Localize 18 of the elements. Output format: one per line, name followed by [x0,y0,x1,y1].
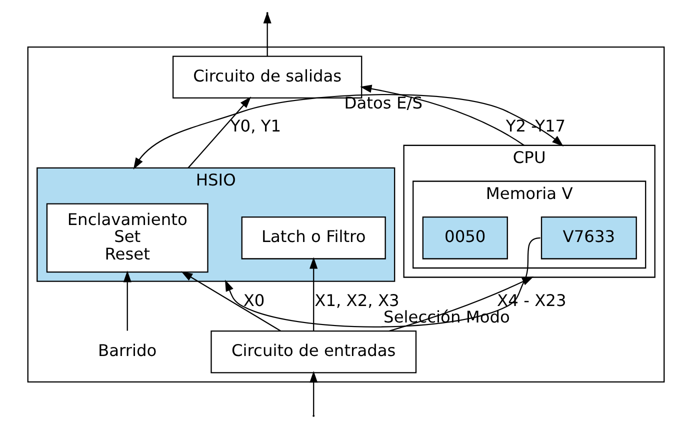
arrow [188,96,252,168]
node-box: Enclavamiento Set Reset [46,203,208,273]
node-box: V7633 [540,216,637,260]
edge-label: Y2 -Y17 [506,116,566,136]
arrow [310,371,318,416]
arrow [360,84,524,146]
arrow [310,257,318,331]
node-box: 0050 [422,216,508,260]
node-box: Latch o Filtro [241,216,386,260]
node-text: Barrido [98,341,157,360]
node-box: Circuito de entradas [210,330,417,374]
edge-label: Y0, Y1 [230,116,282,136]
arrow [133,94,564,170]
arrow [181,271,282,332]
arrow [123,270,132,331]
edge-label: X0 [243,290,265,310]
arrow [225,237,540,328]
edge-label: X1, X2, X3 [314,290,400,310]
